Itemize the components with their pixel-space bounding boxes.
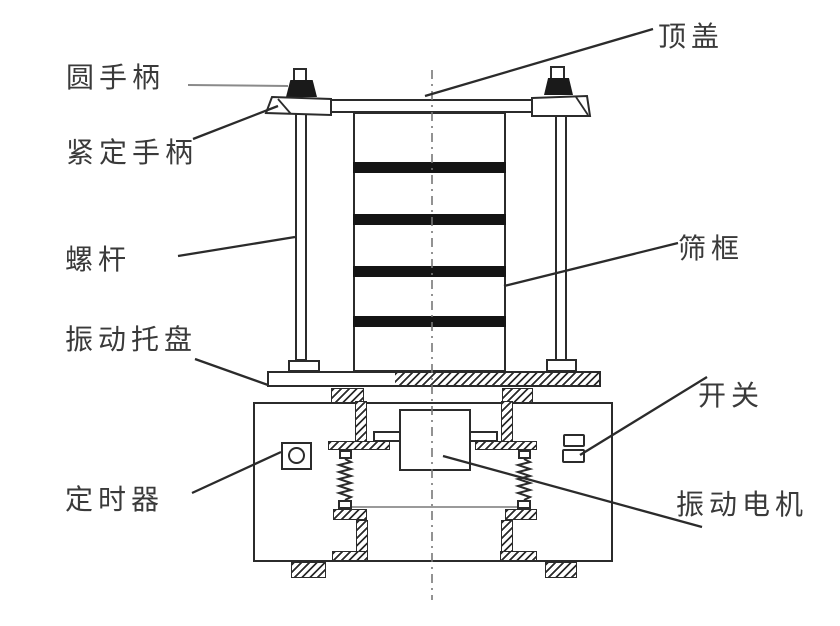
- right-clamp-edge: [575, 96, 589, 116]
- right-upper-column: [501, 401, 513, 442]
- right-knob-stem: [550, 66, 565, 80]
- left-knob-stem: [293, 68, 307, 82]
- right-lower-column: [501, 520, 513, 553]
- leader-round-handle: [187, 84, 289, 87]
- mount-link-line: [352, 506, 517, 508]
- left-bottom-flange: [332, 551, 368, 561]
- label-top-cover: 顶盖: [658, 20, 725, 53]
- left-spring-cap-bottom: [338, 500, 352, 509]
- left-spring-cap-top: [339, 450, 352, 459]
- right-spring-top-plate: [475, 441, 537, 450]
- right-foot: [545, 562, 577, 578]
- sieve-band: [353, 266, 506, 277]
- right-screw-rod: [555, 113, 567, 361]
- left-spring-top-plate: [328, 441, 390, 450]
- left-screw-rod: [295, 113, 307, 361]
- top-cover-bar: [329, 99, 533, 113]
- left-upper-column: [355, 401, 367, 442]
- label-power-switch: 开关: [698, 379, 765, 412]
- sieve-band: [353, 162, 506, 173]
- left-spring-bottom-plate: [333, 509, 367, 520]
- left-lower-column: [356, 520, 368, 553]
- label-screw-rod: 螺杆: [65, 243, 132, 276]
- label-vibrating-tray: 振动托盘: [65, 323, 198, 356]
- right-pedestal: [502, 388, 533, 403]
- right-rod-foot: [546, 359, 577, 372]
- tray-hatch-section: [395, 373, 599, 385]
- leader-top-cover: [424, 27, 654, 98]
- left-rod-foot: [288, 360, 320, 372]
- left-round-handle-knob: [286, 80, 317, 97]
- label-round-handle: 圆手柄: [66, 61, 166, 94]
- label-locking-handle: 紧定手柄: [66, 136, 199, 169]
- leader-sieve-frame: [503, 241, 679, 288]
- left-pedestal: [331, 388, 364, 403]
- switch-button-bottom: [562, 449, 585, 463]
- left-clamp-edge: [277, 98, 292, 115]
- left-foot: [291, 562, 326, 578]
- leader-screw-rod: [177, 235, 296, 258]
- right-spring-cap-top: [518, 450, 531, 459]
- sieve-frame-stack: [353, 112, 506, 372]
- label-timer: 定时器: [65, 483, 165, 516]
- label-sieve-frame: 筛框: [678, 232, 745, 265]
- label-vibration-motor: 振动电机: [676, 488, 809, 521]
- right-bottom-flange: [500, 551, 537, 561]
- right-spring-bottom-plate: [505, 509, 537, 520]
- right-round-handle-knob: [544, 78, 573, 95]
- switch-button-top: [563, 434, 585, 447]
- timer-body: [281, 442, 312, 470]
- sieve-band: [353, 214, 506, 225]
- sieve-band: [353, 316, 506, 327]
- leader-vibrating-tray: [194, 357, 269, 387]
- leader-locking-handle: [192, 104, 279, 141]
- timer-dial: [288, 447, 305, 464]
- right-spring-cap-bottom: [517, 500, 531, 509]
- vibration-motor-body: [399, 409, 471, 471]
